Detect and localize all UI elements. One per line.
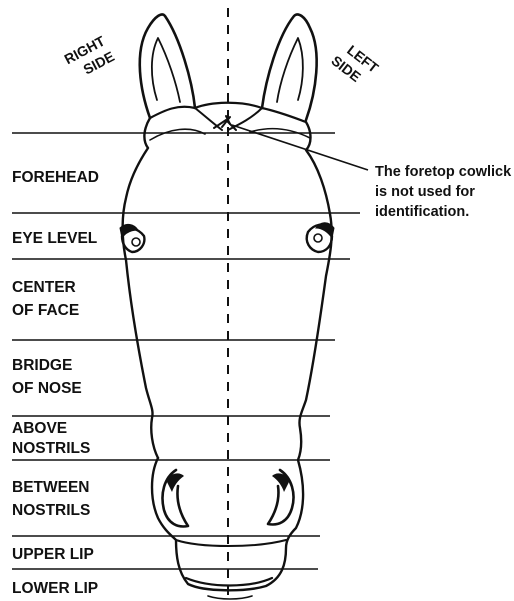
region-label-between-line-1: BETWEEN	[12, 479, 90, 496]
right-eye-lid	[120, 224, 138, 238]
right-side-label: RIGHT SIDE	[62, 32, 117, 83]
mouth-line	[186, 578, 272, 586]
region-label-above-line-1: ABOVE	[12, 420, 67, 437]
left-ear	[262, 15, 317, 121]
head-left-contour	[298, 122, 332, 460]
right-ear-inner	[152, 38, 180, 102]
region-label-bridge-line-2: OF NOSE	[12, 380, 82, 397]
region-labels: FOREHEAD EYE LEVEL CENTER OF FACE BRIDGE…	[12, 169, 99, 597]
lip-line	[176, 540, 286, 546]
region-label-forehead: FOREHEAD	[12, 169, 99, 186]
right-eye-pupil	[132, 238, 140, 246]
region-label-upper-lip: UPPER LIP	[12, 546, 94, 563]
region-label-center-line-2: OF FACE	[12, 302, 79, 319]
region-label-lower-lip: LOWER LIP	[12, 580, 98, 597]
region-label-bridge-line-1: BRIDGE	[12, 357, 72, 374]
right-ear	[140, 15, 195, 119]
head-right-contour	[123, 118, 158, 458]
annotation-leader-line	[232, 125, 368, 170]
region-label-above-line-2: NOSTRILS	[12, 440, 90, 457]
foretop-annotation: The foretop cowlick is not used for iden…	[375, 164, 512, 220]
annotation-line-3: identification.	[375, 204, 469, 220]
annotation-line-1: The foretop cowlick	[375, 164, 512, 180]
left-eye-pupil	[314, 234, 322, 242]
foretop	[150, 103, 310, 140]
region-label-between-line-2: NOSTRILS	[12, 502, 90, 519]
forehead-dip	[150, 129, 310, 140]
left-ear-inner	[277, 38, 303, 102]
left-side-label: LEFT SIDE	[328, 38, 382, 90]
annotation-line-2: is not used for	[375, 184, 475, 200]
chin-mark	[208, 596, 252, 599]
region-label-center-line-1: CENTER	[12, 279, 76, 296]
region-label-eye-level: EYE LEVEL	[12, 230, 97, 247]
